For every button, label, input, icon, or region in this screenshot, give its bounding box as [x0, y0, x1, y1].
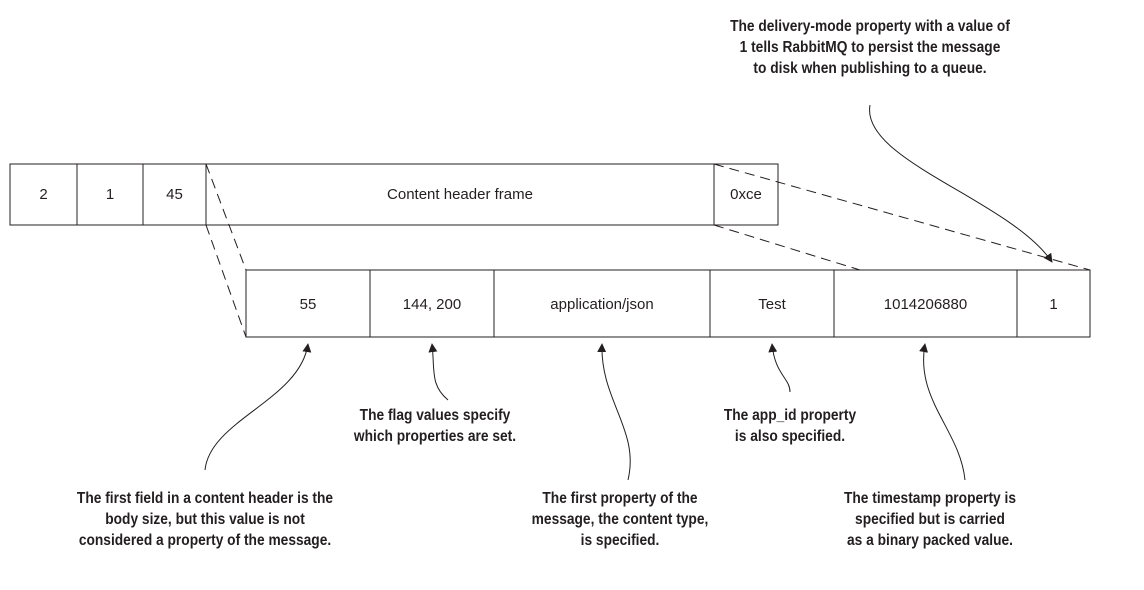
body-size-arrow: [204, 343, 312, 471]
frame-type-cell: 2: [9, 163, 78, 226]
flags-arrow: [428, 343, 449, 401]
flag-values-annotation: The flag values specify which properties…: [353, 407, 517, 445]
content-type-arrow: [597, 343, 631, 481]
timestamp-arrow: [919, 343, 966, 481]
timestamp-annotation: The timestamp property is specified but …: [843, 490, 1017, 549]
callout-arrows: [204, 104, 1053, 481]
payload-row: 55 144, 200 application/json Test 101420…: [245, 269, 1091, 338]
app-id-arrow: [768, 343, 791, 393]
expansion-lines: [205, 163, 1091, 338]
frame-size-value: 45: [166, 186, 183, 203]
body-size-value: 55: [300, 296, 317, 313]
frame-type-value: 2: [39, 186, 47, 203]
flags-value: 144, 200: [403, 296, 461, 313]
app-id-cell: Test: [709, 269, 835, 338]
payload-cell: Content header frame: [205, 163, 715, 226]
flags-cell: 144, 200: [369, 269, 495, 338]
frame-end-value: 0xce: [730, 186, 762, 203]
channel-cell: 1: [76, 163, 144, 226]
delivery-mode-annotation: The delivery-mode property with a value …: [730, 18, 1010, 77]
app-id-value: Test: [758, 296, 786, 313]
timestamp-value: 1014206880: [884, 296, 967, 313]
frame-row: 2 1 45 Content header frame 0xce: [9, 163, 779, 226]
delivery-mode-cell: 1: [1016, 269, 1091, 338]
app-id-annotation: The app_id property is also specified.: [723, 407, 857, 445]
content-type-cell: application/json: [493, 269, 711, 338]
content-type-value: application/json: [550, 296, 653, 313]
frame-end-cell: 0xce: [713, 163, 779, 226]
timestamp-cell: 1014206880: [833, 269, 1018, 338]
payload-label: Content header frame: [387, 186, 533, 203]
body-size-cell: 55: [245, 269, 371, 338]
content-type-annotation: The first property of the message, the c…: [531, 490, 709, 549]
delivery-mode-arrow: [869, 104, 1053, 263]
body-size-annotation: The first field in a content header is t…: [76, 490, 334, 549]
channel-value: 1: [106, 186, 114, 203]
delivery-mode-value: 1: [1049, 296, 1057, 313]
frame-size-cell: 45: [142, 163, 207, 226]
